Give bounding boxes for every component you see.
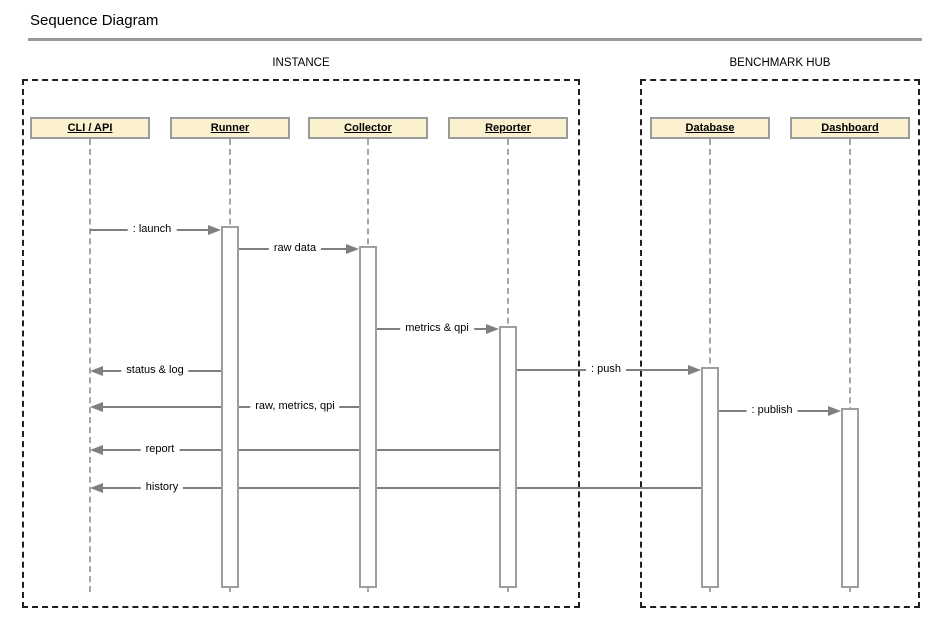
frame-label-benchmark-hub: BENCHMARK HUB	[729, 57, 831, 69]
frame-benchmark-hub	[640, 79, 920, 608]
actor-box-reporter: Reporter	[448, 117, 568, 139]
message-label: raw, metrics, qpi	[250, 399, 340, 414]
arrowhead-left-icon	[90, 445, 103, 455]
activation-bar-reporter	[499, 326, 517, 588]
page-title: Sequence Diagram	[30, 12, 159, 29]
actor-box-database: Database	[650, 117, 770, 139]
arrowhead-right-icon	[346, 244, 359, 254]
message-label: : publish	[746, 403, 798, 418]
arrowhead-right-icon	[688, 365, 701, 375]
message-label: status & log	[121, 363, 189, 378]
lifeline-database	[709, 139, 711, 592]
arrowhead-left-icon	[90, 366, 103, 376]
arrowhead-right-icon	[828, 406, 841, 416]
title-rule	[28, 38, 922, 41]
activation-bar-runner	[221, 226, 239, 588]
activation-bar-collector	[359, 246, 377, 588]
message-label: history	[140, 480, 184, 495]
actor-box-runner: Runner	[170, 117, 290, 139]
message-line	[103, 449, 499, 451]
lifeline-dashboard	[849, 139, 851, 592]
activation-bar-database	[701, 367, 719, 588]
message-line	[103, 487, 701, 489]
lifeline-cli-api	[89, 139, 91, 592]
message-label: raw data	[268, 241, 322, 256]
message-label: : push	[586, 362, 626, 377]
arrowhead-left-icon	[90, 483, 103, 493]
actor-box-collector: Collector	[308, 117, 428, 139]
activation-bar-dashboard	[841, 408, 859, 588]
message-label: report	[140, 442, 180, 457]
message-label: : launch	[127, 222, 177, 237]
message-label: metrics & qpi	[400, 321, 474, 336]
frame-label-instance: INSTANCE	[272, 57, 330, 69]
frame-instance	[22, 79, 580, 608]
actor-box-dashboard: Dashboard	[790, 117, 910, 139]
arrowhead-left-icon	[90, 402, 103, 412]
arrowhead-right-icon	[486, 324, 499, 334]
actor-box-cli-api: CLI / API	[30, 117, 150, 139]
arrowhead-right-icon	[208, 225, 221, 235]
